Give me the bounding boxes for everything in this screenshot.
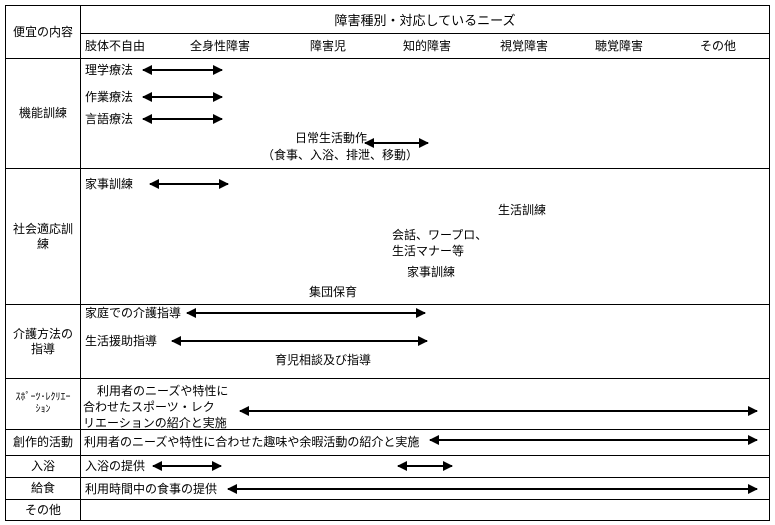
section-divider [5, 429, 769, 430]
entry-text: 家庭での介護指導 [85, 306, 182, 320]
corner-cell-label: 便宜の内容 [12, 24, 73, 39]
arrowhead-right [419, 138, 429, 148]
entry-text: 集団保育 [309, 285, 358, 299]
section-label-2: 社会適応訓 練 [12, 221, 73, 251]
arrowhead-right [212, 461, 222, 471]
arrowhead-right [213, 114, 223, 124]
entry-text: 生活訓練 [498, 203, 547, 217]
range-arrow [142, 114, 223, 124]
range-arrow [429, 435, 758, 445]
arrowhead-left [142, 65, 152, 75]
table-outer-border [5, 5, 770, 521]
range-arrow [239, 406, 758, 416]
arrowhead-left [227, 484, 237, 494]
column-header-2: 全身性障害 [190, 39, 251, 53]
section-label-5: 創作的活動 [12, 435, 73, 449]
section-label-3: 介護方法の 指導 [12, 326, 73, 356]
section-divider [5, 168, 769, 169]
range-arrow [397, 461, 453, 471]
range-arrow [227, 484, 758, 494]
arrowhead-right [748, 435, 758, 445]
subheader-row-divider [5, 58, 769, 59]
entry-text: （食事、入浴、排泄、移動） [262, 148, 419, 162]
arrowhead-right [748, 484, 758, 494]
arrowhead-right [213, 65, 223, 75]
title-row-divider [80, 33, 769, 34]
arrowhead-left [239, 406, 249, 416]
section-label-1: 機能訓練 [18, 106, 67, 120]
entry-text: 理学療法 [85, 63, 134, 77]
section-divider [5, 477, 769, 478]
entry-text: 育児相談及び指導 [275, 353, 372, 367]
left-column-divider [80, 5, 81, 520]
arrowhead-left [171, 336, 181, 346]
section-label-6: 入浴 [30, 459, 55, 473]
arrowhead-right [213, 92, 223, 102]
entry-text: 利用時間中の食事の提供 [85, 482, 218, 496]
section-divider [5, 455, 769, 456]
entry-text: 家事訓練 [407, 265, 456, 279]
range-arrow [149, 179, 229, 189]
arrowhead-left [142, 92, 152, 102]
arrowhead-left [397, 461, 407, 471]
range-arrow [142, 92, 223, 102]
arrowhead-right [219, 179, 229, 189]
entry-text: 生活マナー等 [392, 244, 465, 258]
column-header-6: 聴覚障害 [595, 39, 644, 53]
section-divider [5, 304, 769, 305]
entry-text: 入浴の提供 [85, 459, 146, 473]
range-arrow [142, 65, 223, 75]
column-header-1: 肢体不自由 [85, 39, 146, 53]
arrowhead-left [152, 461, 162, 471]
arrowhead-left [186, 308, 196, 318]
column-header-3: 障害児 [310, 39, 347, 53]
arrowhead-right [748, 406, 758, 416]
range-arrow [186, 308, 426, 318]
entry-text: リエーションの紹介と実施 [83, 416, 227, 430]
column-header-4: 知的障害 [403, 39, 452, 53]
entry-text: 家事訓練 [85, 177, 134, 191]
column-header-7: その他 [700, 39, 737, 53]
entry-text: 生活援助指導 [85, 334, 158, 348]
entry-text: 会話、ワープロ、 [392, 228, 488, 242]
section-label-7: 給食 [30, 481, 55, 495]
arrowhead-left [364, 138, 374, 148]
entry-text: 日常生活動作 [295, 131, 368, 145]
range-arrow [152, 461, 222, 471]
entry-text: 利用者のニーズや特性に合わせた趣味や余暇活動の紹介と実施 [84, 435, 420, 449]
entry-text: 作業療法 [85, 90, 134, 104]
column-header-5: 視覚障害 [500, 39, 549, 53]
entry-text: 言語療法 [85, 112, 134, 126]
arrowhead-left [149, 179, 159, 189]
section-label-4: ｽﾎﾟｰﾂ･ﾚｸﾘｴｰ ｼｮﾝ [15, 392, 71, 415]
arrowhead-right [416, 308, 426, 318]
entry-text: 利用者のニーズや特性に [97, 384, 229, 398]
section-label-8: その他 [24, 502, 61, 517]
arrowhead-left [142, 114, 152, 124]
section-divider [5, 378, 769, 379]
range-arrow [171, 336, 428, 346]
arrowhead-right [418, 336, 428, 346]
arrowhead-left [429, 435, 439, 445]
arrowhead-right [443, 461, 453, 471]
section-divider [5, 499, 769, 500]
table-title: 障害種別・対応しているニーズ [334, 12, 516, 28]
entry-text: 合わせたスポーツ・レク [83, 400, 215, 414]
range-arrow [364, 138, 429, 148]
